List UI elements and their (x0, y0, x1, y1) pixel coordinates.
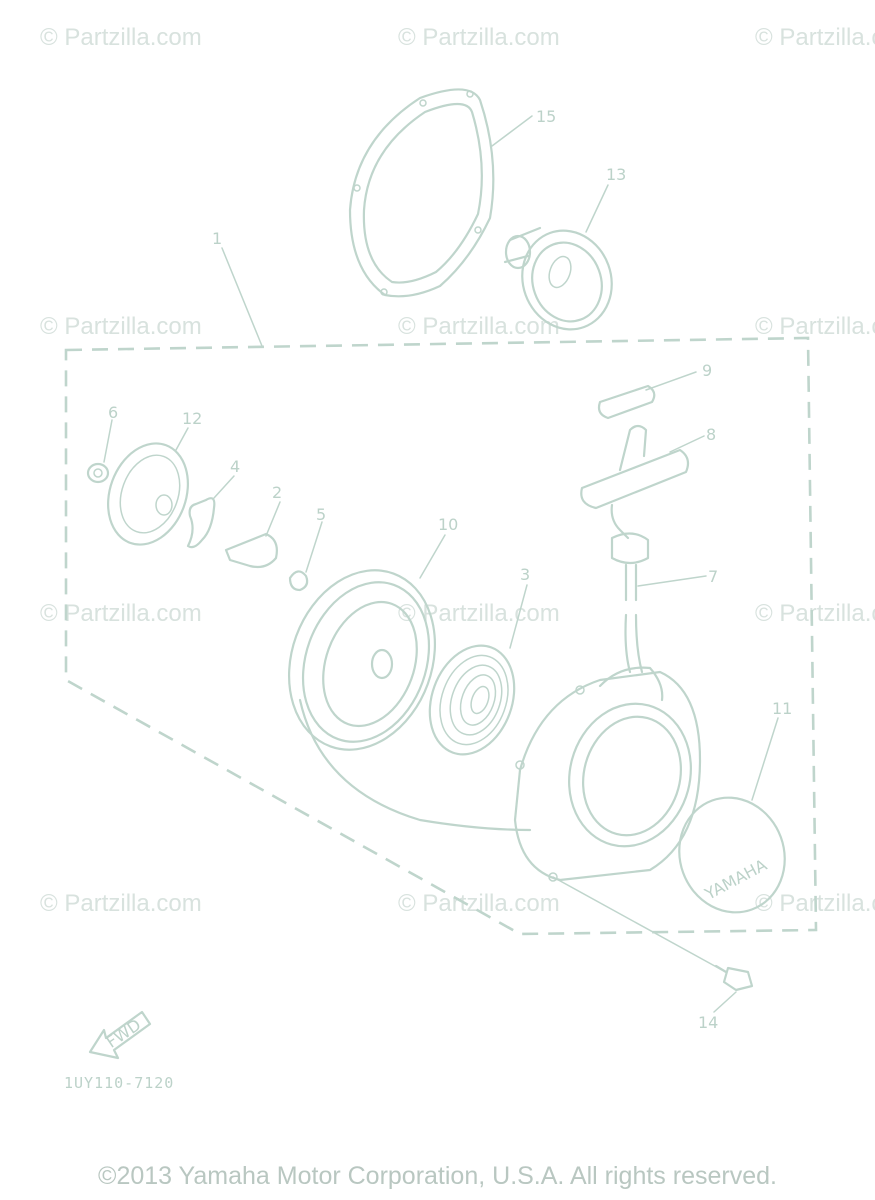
callout-14: 14 (698, 1013, 718, 1032)
callout-11: 11 (772, 699, 792, 718)
assembly-boundary (64, 336, 818, 936)
callout-3: 3 (520, 565, 530, 584)
callout-8: 8 (706, 425, 716, 444)
watermark: © Partzilla.com (755, 24, 875, 51)
watermark: © Partzilla.com (40, 890, 202, 917)
callout-5: 5 (316, 505, 326, 524)
watermark: © Partzilla.com (755, 600, 875, 627)
callout-6: 6 (108, 403, 118, 422)
callout-10: 10 (438, 515, 458, 534)
emblem-logo: YAMAHA (701, 855, 770, 904)
watermark: © Partzilla.com (40, 24, 202, 51)
callout-12: 12 (182, 409, 202, 428)
leader-lines (103, 115, 779, 1013)
part-3-spiral-spring (428, 644, 516, 756)
callout-2: 2 (272, 483, 282, 502)
callout-7: 7 (708, 567, 718, 586)
part-6-nut (86, 462, 110, 484)
part-code: 1UY110-7120 (64, 1074, 175, 1092)
callout-15: 15 (536, 107, 556, 126)
part-7-rope (610, 532, 650, 674)
copyright-notice: ©2013 Yamaha Motor Corporation, U.S.A. A… (98, 1162, 777, 1190)
callout-9: 9 (702, 361, 712, 380)
watermark: © Partzilla.com (398, 890, 560, 917)
callout-13: 13 (606, 165, 626, 184)
part-10-reel (287, 569, 532, 832)
watermark: © Partzilla.com (398, 313, 560, 340)
part-2-ratchet (224, 532, 278, 569)
part-9-handle-cap (597, 384, 656, 420)
part-12-plate (107, 442, 189, 546)
part-13-drive-plate (503, 226, 613, 331)
part-15-gasket (348, 88, 495, 298)
part-4-spring-clip (186, 497, 216, 549)
part-14-bolt (552, 876, 754, 992)
fwd-arrow: FWD (88, 1010, 152, 1060)
watermark: © Partzilla.com (755, 313, 875, 340)
starter-case (513, 666, 702, 882)
watermark: © Partzilla.com (40, 313, 202, 340)
part-8-starter-handle (580, 424, 690, 540)
fwd-arrow-label: FWD (103, 1015, 145, 1052)
callout-1: 1 (212, 229, 222, 248)
callout-4: 4 (230, 457, 240, 476)
part-5-spring (288, 570, 309, 592)
watermark: © Partzilla.com (398, 24, 560, 51)
